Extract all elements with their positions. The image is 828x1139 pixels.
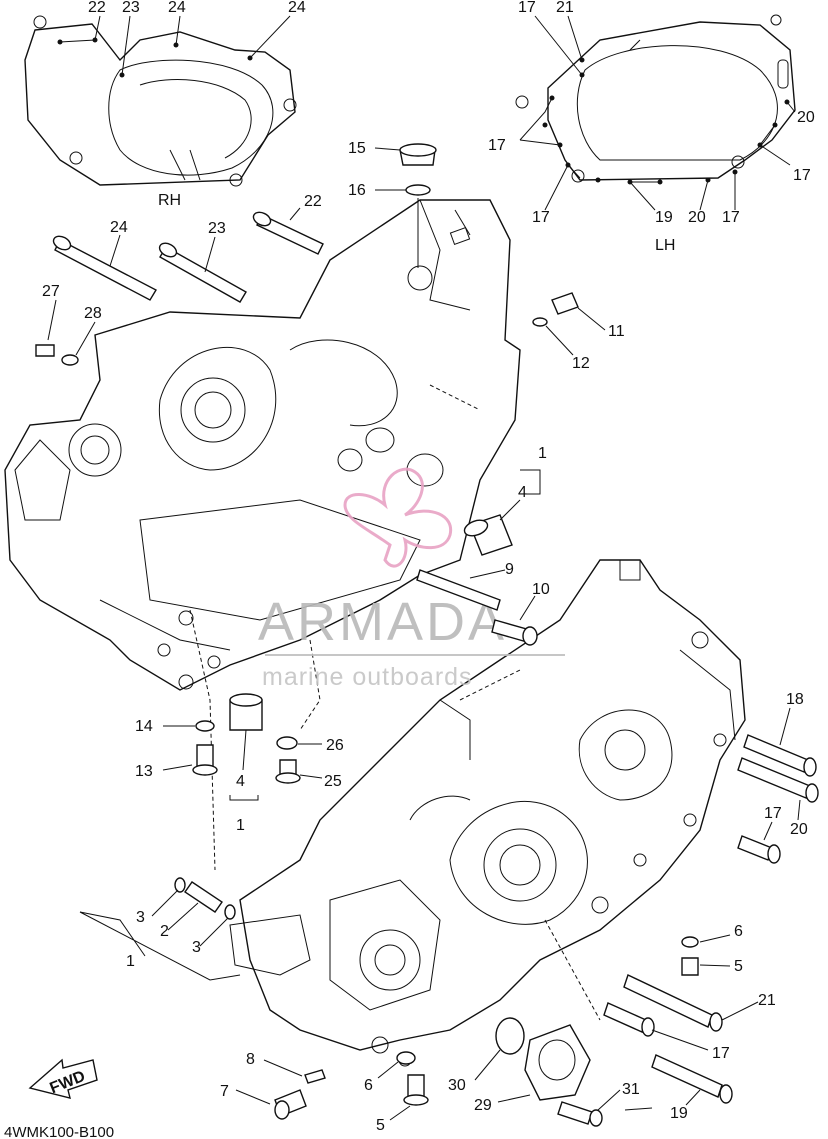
callout-c9: 9: [505, 561, 514, 578]
callout-c19b: 19: [670, 1105, 688, 1122]
callout-c24c: 24: [110, 219, 128, 236]
callout-c3a: 3: [136, 909, 145, 926]
callout-c17c: 17: [793, 167, 811, 184]
callout-c22b: 22: [304, 193, 322, 210]
callout-c4b: 4: [236, 773, 245, 790]
lh-crankcase-cover: [515, 14, 796, 183]
lh-label: LH: [655, 237, 675, 254]
callout-c19a: 19: [655, 209, 673, 226]
callout-c18: 18: [786, 691, 804, 708]
callout-c24b: 24: [288, 0, 306, 16]
upper-crankcase: [4, 199, 521, 871]
callout-c22a: 22: [88, 0, 106, 16]
watermark-brand: ARMADA: [258, 592, 507, 652]
callout-c29: 29: [474, 1097, 492, 1114]
callout-c4a: 4: [518, 484, 527, 501]
rh-crankcase-cover: [24, 15, 297, 187]
lower-crankcase: [229, 559, 746, 1067]
callout-c13: 13: [135, 763, 153, 780]
callout-c17d: 17: [532, 209, 550, 226]
callout-c17g: 17: [712, 1045, 730, 1062]
callout-c7: 7: [220, 1083, 229, 1100]
callout-c17a: 17: [518, 0, 536, 16]
callout-c14: 14: [135, 718, 153, 735]
callout-c2: 2: [160, 923, 169, 940]
callout-c16: 16: [348, 182, 366, 199]
callout-c27: 27: [42, 283, 60, 300]
watermark-tagline: marine outboards: [262, 663, 473, 691]
callout-c21b: 21: [758, 992, 776, 1009]
callout-c5a: 5: [734, 958, 743, 975]
callout-c20b: 20: [688, 209, 706, 226]
callout-c26: 26: [326, 737, 344, 754]
callout-c1a: 1: [538, 445, 547, 462]
callout-c6b: 6: [364, 1077, 373, 1094]
rh-label: RH: [158, 192, 181, 209]
callout-c3b: 3: [192, 939, 201, 956]
callout-c23b: 23: [208, 220, 226, 237]
callout-c25: 25: [324, 773, 342, 790]
callout-c24a: 24: [168, 0, 186, 16]
callout-c21a: 21: [556, 0, 574, 16]
diagram-code: 4WMK100-B100: [4, 1124, 114, 1139]
callout-c11: 11: [608, 323, 625, 340]
callout-c5b: 5: [376, 1117, 385, 1134]
callout-c17e: 17: [722, 209, 740, 226]
callout-c23a: 23: [122, 0, 140, 16]
callout-c17f: 17: [764, 805, 782, 822]
callout-c31: 31: [622, 1081, 640, 1098]
watermark: ARMADA marine outboards: [258, 467, 565, 691]
callout-c28: 28: [84, 305, 102, 322]
callout-c1b: 1: [236, 817, 245, 834]
leader-dots: [57, 37, 790, 185]
small-parts: [28, 143, 819, 1127]
callout-c6a: 6: [734, 923, 743, 940]
callout-c30: 30: [448, 1077, 466, 1094]
callout-c15: 15: [348, 140, 366, 157]
callout-c10: 10: [532, 581, 550, 598]
callout-c20c: 20: [790, 821, 808, 838]
callout-c20a: 20: [797, 109, 815, 126]
callout-c17b: 17: [488, 137, 506, 154]
callout-c1c: 1: [126, 953, 135, 970]
callout-c8: 8: [246, 1051, 255, 1068]
callout-c12: 12: [572, 355, 590, 372]
